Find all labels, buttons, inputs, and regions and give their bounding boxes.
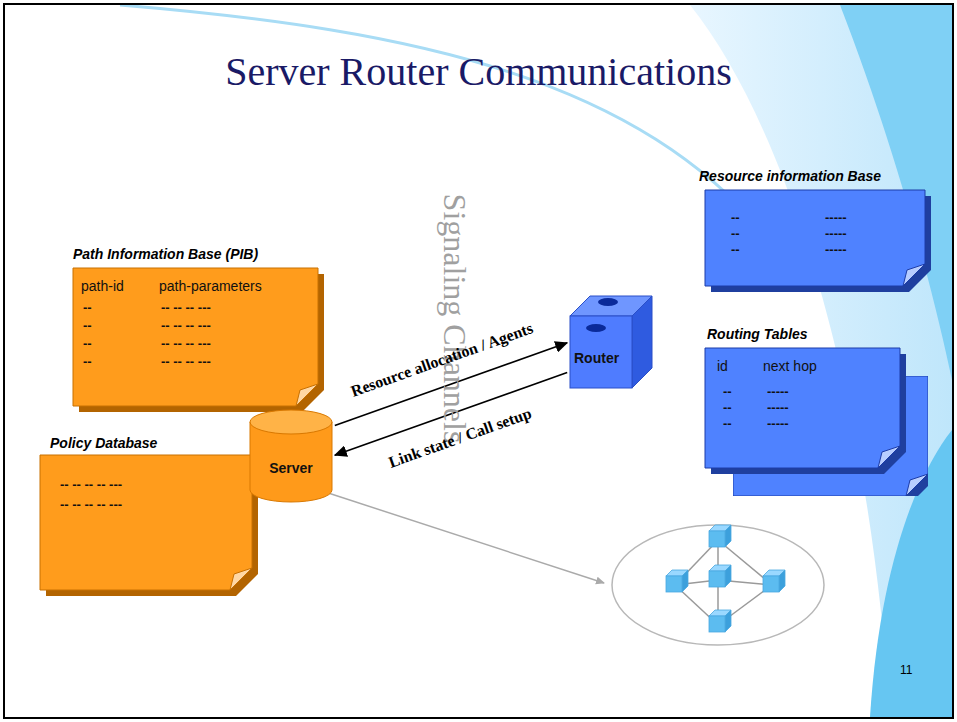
table-cell: -- (723, 400, 732, 416)
routing-table: Routing Tablesidnext hop----------------… (705, 348, 900, 468)
table-cell: -- (723, 384, 732, 400)
path-info-base: Path Information Base (PIB)path-idpath-p… (73, 268, 318, 406)
table-cell: path-parameters (159, 278, 262, 294)
table-cell: -- (731, 242, 740, 258)
slide-title: Server Router Communications (0, 48, 957, 95)
table-cell: ----- (825, 226, 847, 242)
table-cell: ----- (767, 416, 789, 432)
router-cube: Router (570, 296, 652, 388)
table-cell: path-id (81, 278, 124, 294)
policy-database: Policy Database-- -- -- -- ----- -- -- -… (40, 455, 252, 590)
table-cell: Router (574, 350, 619, 366)
table-cell: -- (731, 226, 740, 242)
table-cell: -- -- -- --- (161, 300, 211, 316)
table-heading: Resource information Base (699, 168, 881, 184)
table-heading: Path Information Base (PIB) (73, 246, 258, 262)
table-cell: ----- (825, 210, 847, 226)
table-cell: -- -- -- --- (161, 318, 211, 334)
page-number: 11 (900, 663, 912, 677)
resource-info-base: Resource information Base---------------… (705, 190, 925, 286)
table-cell: -- (83, 318, 92, 334)
table-cell: ----- (767, 384, 789, 400)
table-cell: Server (250, 460, 332, 476)
table-heading: Policy Database (50, 435, 157, 451)
table-heading: Routing Tables (707, 326, 808, 342)
table-cell: -- (83, 354, 92, 370)
table-cell: -- -- -- --- (161, 354, 211, 370)
table-cell: -- -- -- -- --- (60, 477, 122, 493)
server-cylinder: Server (250, 410, 332, 502)
table-cell: -- (731, 210, 740, 226)
table-cell: ----- (767, 400, 789, 416)
table-cell: ----- (825, 242, 847, 258)
table-cell: -- (723, 416, 732, 432)
table-cell: -- (83, 336, 92, 352)
table-cell: next hop (763, 358, 817, 374)
table-cell: -- -- -- -- --- (60, 497, 122, 513)
table-cell: -- (83, 300, 92, 316)
watermark: Signaling Channels (436, 193, 473, 443)
table-cell: id (717, 358, 728, 374)
table-cell: -- -- -- --- (161, 336, 211, 352)
